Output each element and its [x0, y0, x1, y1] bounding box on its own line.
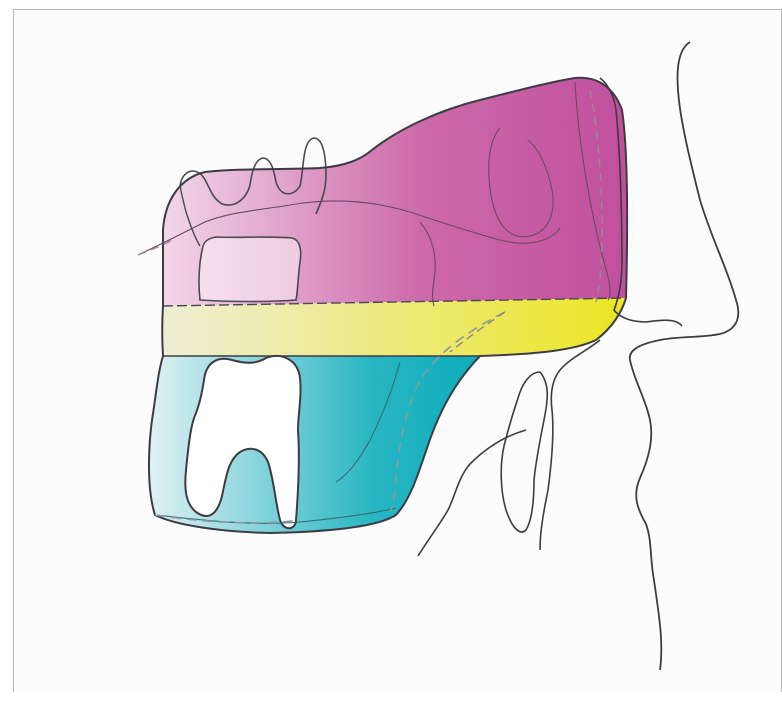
- lower-incisor: [501, 372, 547, 532]
- lower-lip-line: [418, 430, 526, 556]
- dentoalveolar-band: [162, 298, 626, 356]
- facial-profile: [630, 42, 738, 670]
- lip-outline: [540, 340, 600, 550]
- upper-molar: [199, 237, 301, 302]
